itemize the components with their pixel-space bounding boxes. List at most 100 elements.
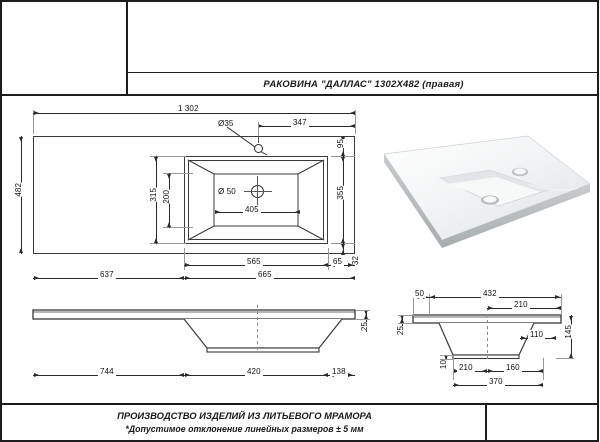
- dim-left-flat: 637: [98, 270, 116, 279]
- dim-section-bottom-right: 160: [504, 363, 522, 372]
- arrow-210-top-right: [556, 305, 561, 310]
- title-block-bottom: [0, 403, 599, 442]
- section-view-profile: [412, 314, 562, 360]
- arrow-200-top: [166, 174, 171, 179]
- ext-50-left: [413, 294, 414, 315]
- dim-drain-diameter: Ø 50: [216, 187, 238, 196]
- ext-line-left-1302: [33, 110, 34, 134]
- dim-overall-length: 1 302: [176, 104, 201, 113]
- page-title: РАКОВИНА "ДАЛЛАС" 1302X482 (правая): [263, 79, 464, 90]
- ext-25-section-bottom: [398, 323, 414, 324]
- arrow-637-right: [179, 275, 184, 280]
- ext-565-right: [328, 248, 329, 270]
- frame-line-left: [0, 0, 2, 96]
- arrow-432-right: [555, 294, 560, 299]
- arrow-200-bottom: [166, 222, 171, 227]
- drawing-area-right-border: [597, 94, 599, 403]
- dim-section-bottom-total: 370: [487, 377, 505, 386]
- footer-left-border: [0, 403, 2, 442]
- footer-bottom-border: [0, 440, 599, 442]
- faucet-hole: [254, 144, 263, 153]
- arrow-160-right: [538, 368, 543, 373]
- dim-front-right-flat: 138: [330, 367, 348, 376]
- dim-line-355: [343, 156, 344, 244]
- arrow-25-section-bottom: [399, 318, 404, 323]
- arrow-355-top: [340, 157, 345, 162]
- ext-160-right: [543, 358, 544, 380]
- arrow-25-section-top: [399, 315, 404, 320]
- ext-line-faucet-center: [258, 122, 259, 138]
- arrow-315-top: [153, 157, 158, 162]
- sink-3d-render: [378, 132, 596, 256]
- footer-line-2: *Допустимое отклонение линейных размеров…: [125, 423, 364, 434]
- arrow-420-left: [185, 372, 190, 377]
- arrow-347-right: [350, 123, 355, 128]
- dim-overall-width: 482: [12, 183, 25, 197]
- dim-section-top-width: 432: [481, 289, 499, 298]
- arrow-145-bottom: [568, 353, 573, 358]
- dim-front-basin-bottom: 420: [245, 367, 263, 376]
- arrow-160-left: [488, 368, 493, 373]
- footer-divider-vertical: [485, 403, 487, 442]
- footer-right-border: [597, 403, 599, 442]
- arrow-32-bottom: [340, 250, 345, 255]
- sink-outline-top: [33, 136, 355, 254]
- arrow-370-left: [454, 382, 459, 387]
- drain-center-mark-h: [244, 191, 272, 192]
- arrow-138-right: [348, 372, 353, 377]
- arrow-145-top: [568, 316, 573, 321]
- dim-section-bottom-left: 210: [457, 363, 475, 372]
- dim-section-half-top-right: 210: [512, 300, 530, 309]
- footer-top-border: [0, 403, 599, 405]
- dim-front-left-flat: 744: [98, 367, 116, 376]
- ext-145-bottom: [556, 358, 574, 359]
- arrow-565-right: [323, 262, 328, 267]
- dim-faucet-offset: 347: [291, 118, 309, 127]
- arrow-65-right: [348, 262, 353, 267]
- arrow-744-left: [34, 372, 39, 377]
- dim-section-left-offset: 50: [413, 289, 427, 298]
- dim-basin-inner-width: 405: [243, 205, 261, 214]
- title-block-divider-horizontal: [126, 72, 599, 73]
- arrow-347-left: [258, 123, 263, 128]
- arrow-110-left: [521, 335, 526, 340]
- basin-outer-rect: [184, 156, 328, 244]
- dim-basin-span: 565: [245, 257, 263, 266]
- dim-basin-outer-height: 315: [147, 188, 160, 202]
- ext-25-front-bottom: [356, 319, 370, 320]
- arrow-1302-right: [350, 110, 355, 115]
- frame-line-top: [0, 0, 599, 2]
- arrow-744-right: [179, 372, 184, 377]
- arrow-665-right: [350, 275, 355, 280]
- ext-565-left: [184, 248, 185, 270]
- dim-right-section: 665: [256, 270, 274, 279]
- arrow-665-left: [185, 275, 190, 280]
- ext-10-top: [440, 355, 454, 356]
- arrow-370-right: [538, 382, 543, 387]
- arrow-482-bottom: [18, 248, 23, 253]
- dim-basin-height-right: 355: [334, 186, 347, 200]
- arrow-405-left: [215, 209, 220, 214]
- front-view-profile: [32, 309, 356, 353]
- title-block-top: РАКОВИНА "ДАЛЛАС" 1302X482 (правая): [0, 0, 599, 96]
- front-view-center-line: [257, 305, 258, 353]
- arrow-315-bottom: [153, 238, 158, 243]
- arrow-210-bottom-right: [482, 368, 487, 373]
- footer-text-block: ПРОИЗВОДСТВО ИЗДЕЛИЙ ИЗ ЛИТЬЕВОГО МРАМОР…: [2, 404, 487, 441]
- title-block-divider-vertical: [126, 0, 128, 96]
- ext-50-right: [429, 294, 430, 315]
- arrow-420-right: [323, 372, 328, 377]
- arrow-110-right: [551, 335, 556, 340]
- title-block-bottom-border: [0, 94, 599, 96]
- ext-200-top: [163, 173, 193, 174]
- dim-line-25-front: [366, 310, 367, 332]
- drain-center-mark-v: [257, 176, 258, 208]
- arrow-482-top: [18, 137, 23, 142]
- arrow-32-top: [340, 244, 345, 249]
- ext-315-top: [150, 156, 186, 157]
- basin-inner-rect: [188, 160, 324, 240]
- arrow-405-right: [295, 209, 300, 214]
- dim-section-bottom-thickness: 10: [437, 360, 450, 370]
- ext-10-bottom: [440, 359, 454, 360]
